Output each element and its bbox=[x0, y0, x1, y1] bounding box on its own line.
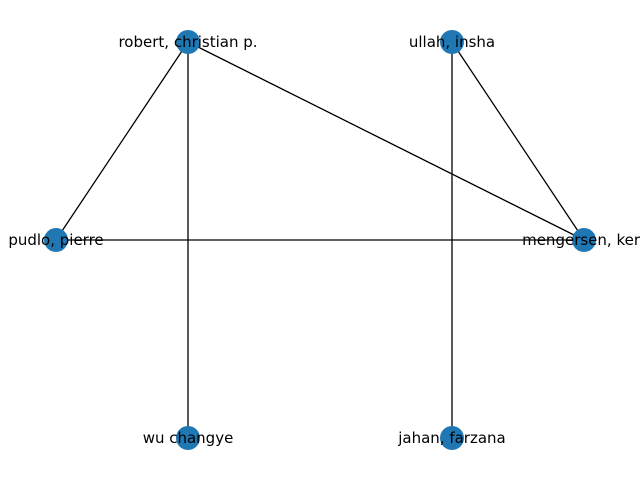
node-label-pudlo: pudlo, pierre bbox=[8, 231, 103, 249]
node-mengersen[interactable] bbox=[572, 228, 596, 252]
edge-ullah-mengersen bbox=[451, 41, 585, 241]
edge-robert-mengersen bbox=[187, 41, 585, 241]
node-label-jahan: jahan, farzana bbox=[397, 429, 506, 447]
node-wu[interactable] bbox=[176, 426, 200, 450]
node-label-mengersen: mengersen, kerr bbox=[522, 231, 640, 249]
node-label-wu: wu changye bbox=[143, 429, 234, 447]
node-pudlo[interactable] bbox=[44, 228, 68, 252]
graph-labels: robert, christian p. ullah, insha pudlo, p… bbox=[8, 33, 640, 447]
graph-nodes bbox=[44, 30, 596, 450]
node-ullah[interactable] bbox=[440, 30, 464, 54]
node-robert[interactable] bbox=[176, 30, 200, 54]
edge-robert-pudlo bbox=[55, 41, 189, 241]
node-label-ullah: ullah, insha bbox=[409, 33, 495, 51]
node-jahan[interactable] bbox=[440, 426, 464, 450]
graph-edges bbox=[55, 41, 585, 438]
node-label-robert: robert, christian p. bbox=[118, 33, 257, 51]
